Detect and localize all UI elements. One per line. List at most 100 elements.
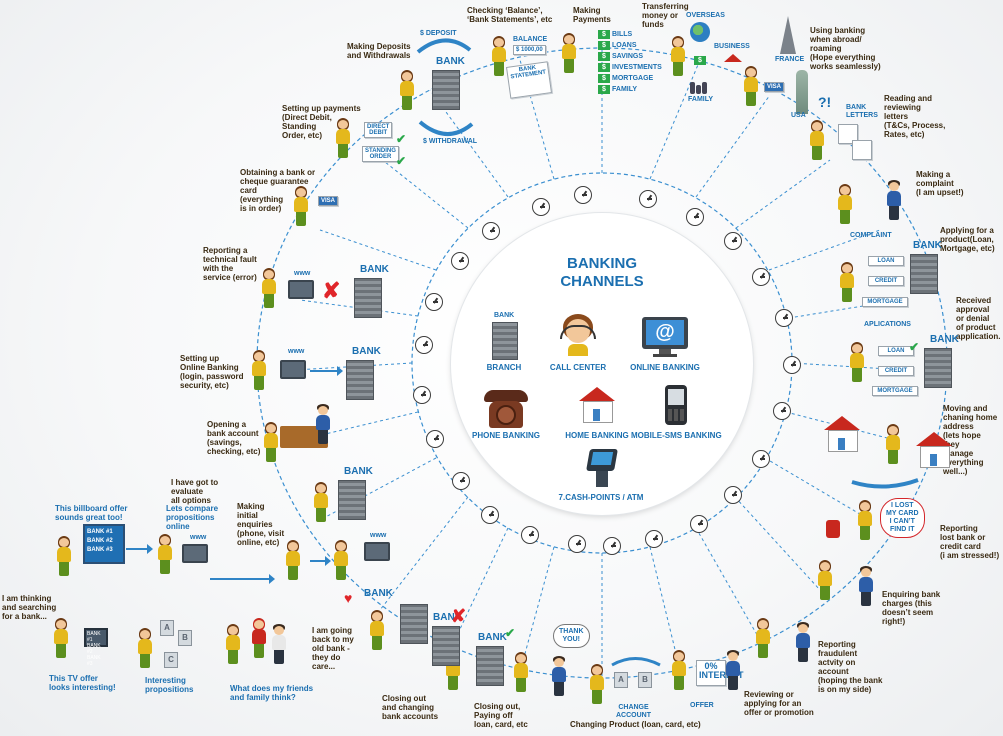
channel-branch-label[interactable]: BRANCH (486, 363, 522, 372)
abroad-label: Using banking when abroad/ roaming (Hope… (810, 26, 881, 71)
spoke (734, 496, 821, 591)
bank-building (924, 348, 952, 388)
clock-icon (451, 252, 469, 270)
offer-label: Reviewing or applying for an offer or pr… (744, 690, 814, 717)
statement-tag: BANK STATEMENT (510, 64, 547, 81)
changing-product-label: Changing Product (loan, card, etc) (570, 720, 701, 729)
clock-icon (773, 402, 791, 420)
bank-letters-tag: BANK LETTERS (846, 104, 878, 120)
computer-icon (280, 360, 306, 379)
balance-amount: $ 1000,00 (513, 45, 546, 55)
going-back-label: I am going back to my old bank - they do… (312, 626, 354, 671)
woman-figure (558, 33, 580, 73)
woman-figure (846, 342, 868, 382)
woman-figure (260, 422, 282, 462)
dollar-icon: $ (598, 85, 610, 94)
change-account-text: CHANGE ACCOUNT (616, 704, 651, 719)
channel-online-banking-label[interactable]: ONLINE BANKING (630, 363, 700, 372)
dollar-icon: $ (598, 74, 610, 83)
balance-tag: BALANCE (513, 36, 548, 43)
www-tag: www (190, 534, 207, 541)
clock-icon (532, 198, 550, 216)
lost-card-label: Reporting lost bank or credit card (i am… (940, 524, 1000, 560)
channel-mobile-sms-label[interactable]: MOBILE-SMS BANKING (631, 431, 722, 440)
france-tag: FRANCE (775, 56, 805, 63)
woman-figure (248, 350, 270, 390)
woman-figure (330, 540, 352, 580)
eiffel-tower-icon (780, 16, 796, 54)
dollar-icon: $ (598, 41, 610, 50)
woman-figure (510, 652, 532, 692)
channel-call-center-label[interactable]: CALL CENTER (549, 363, 607, 372)
check-icon: ✔ (909, 340, 920, 354)
old-house-icon (824, 416, 860, 452)
at-monitor-icon: @ (642, 317, 688, 357)
woman-figure (134, 628, 156, 668)
flow-arrow (126, 544, 153, 554)
channel-atm-label[interactable]: 7.CASH-POINTS / ATM (558, 493, 644, 502)
woman-figure (366, 610, 388, 650)
channels-hub: BANKING CHANNELS BANK BRANCH CALL CENTER… (451, 213, 753, 515)
dollar-transfer-icon: $ (694, 56, 706, 65)
woman-figure (310, 482, 332, 522)
bank-sign: BANK (360, 264, 389, 275)
balance-label: Checking ‘Balance’, ‘Bank Statements’, e… (467, 6, 553, 24)
chair-icon (826, 520, 840, 538)
direct-debit-doc: DIRECT DEBIT (364, 122, 393, 138)
letter-doc (838, 124, 858, 144)
connection-arrow (310, 366, 343, 376)
channel-phone-banking-label[interactable]: PHONE BANKING (471, 431, 540, 440)
woman-figure (396, 70, 418, 110)
spoke (319, 229, 437, 271)
clock-icon (452, 472, 470, 490)
payment-item-label: INVESTMENTS (612, 64, 662, 71)
clock-icon (482, 222, 500, 240)
bank-sign: BANK (913, 240, 942, 251)
bank-statement-doc: BANK STATEMENT (505, 61, 553, 99)
tv-icon: BANK #1 BANK #2 BANK #3 (84, 628, 108, 667)
option-a-card: A (160, 620, 174, 636)
dollar-icon: $ (598, 52, 610, 61)
bank-staff-figure (548, 656, 570, 696)
check-icon: ✔ (396, 132, 407, 146)
title-line-2: CHANNELS (560, 273, 644, 290)
woman-figure (836, 262, 858, 302)
payments-label: Making Payments (573, 6, 611, 24)
loan-doc: LOAN (878, 346, 914, 356)
bank-building (400, 604, 428, 644)
check-icon: ✔ (505, 626, 516, 640)
family-icon (690, 82, 708, 94)
deposit-cycle-arrow-bottom (418, 120, 474, 136)
bank-building (476, 646, 504, 686)
guarantee-card: VISA (318, 196, 339, 206)
spoke (695, 527, 761, 641)
bank-sign: BANK (930, 334, 959, 345)
hub-title: BANKING CHANNELS (451, 255, 753, 291)
clock-icon (724, 486, 742, 504)
fault-label: Reporting a technical fault with the ser… (203, 246, 257, 282)
bank-staff-figure (883, 180, 905, 220)
woman-figure (154, 534, 176, 574)
spoke (649, 59, 701, 180)
bank-staff-figure (312, 404, 334, 444)
spoke (299, 411, 419, 441)
woman-figure (752, 618, 774, 658)
call-center-agent-icon (559, 314, 597, 356)
initial-enquiries-label: Making initial enquiries (phone, visit o… (237, 502, 285, 547)
desk-icon (280, 426, 328, 448)
woman-figure (740, 66, 762, 106)
statue-of-liberty-icon (796, 70, 808, 114)
clock-icon (686, 208, 704, 226)
woman-figure (814, 560, 836, 600)
bank-building (432, 70, 460, 110)
computer-icon (288, 280, 314, 299)
friends-caption: What does my friends and family think? (230, 684, 314, 702)
x-mark-icon: ✘ (451, 606, 467, 626)
computer-icon (364, 542, 390, 561)
billboard: BANK #1 BANK #2 BANK #3 (83, 524, 125, 564)
channel-home-banking-label[interactable]: HOME BANKING (565, 431, 629, 440)
computer-icon (182, 544, 208, 563)
thank-you-bubble: THANK YOU! (553, 624, 590, 648)
spoke (695, 94, 771, 198)
spoke (764, 457, 871, 521)
